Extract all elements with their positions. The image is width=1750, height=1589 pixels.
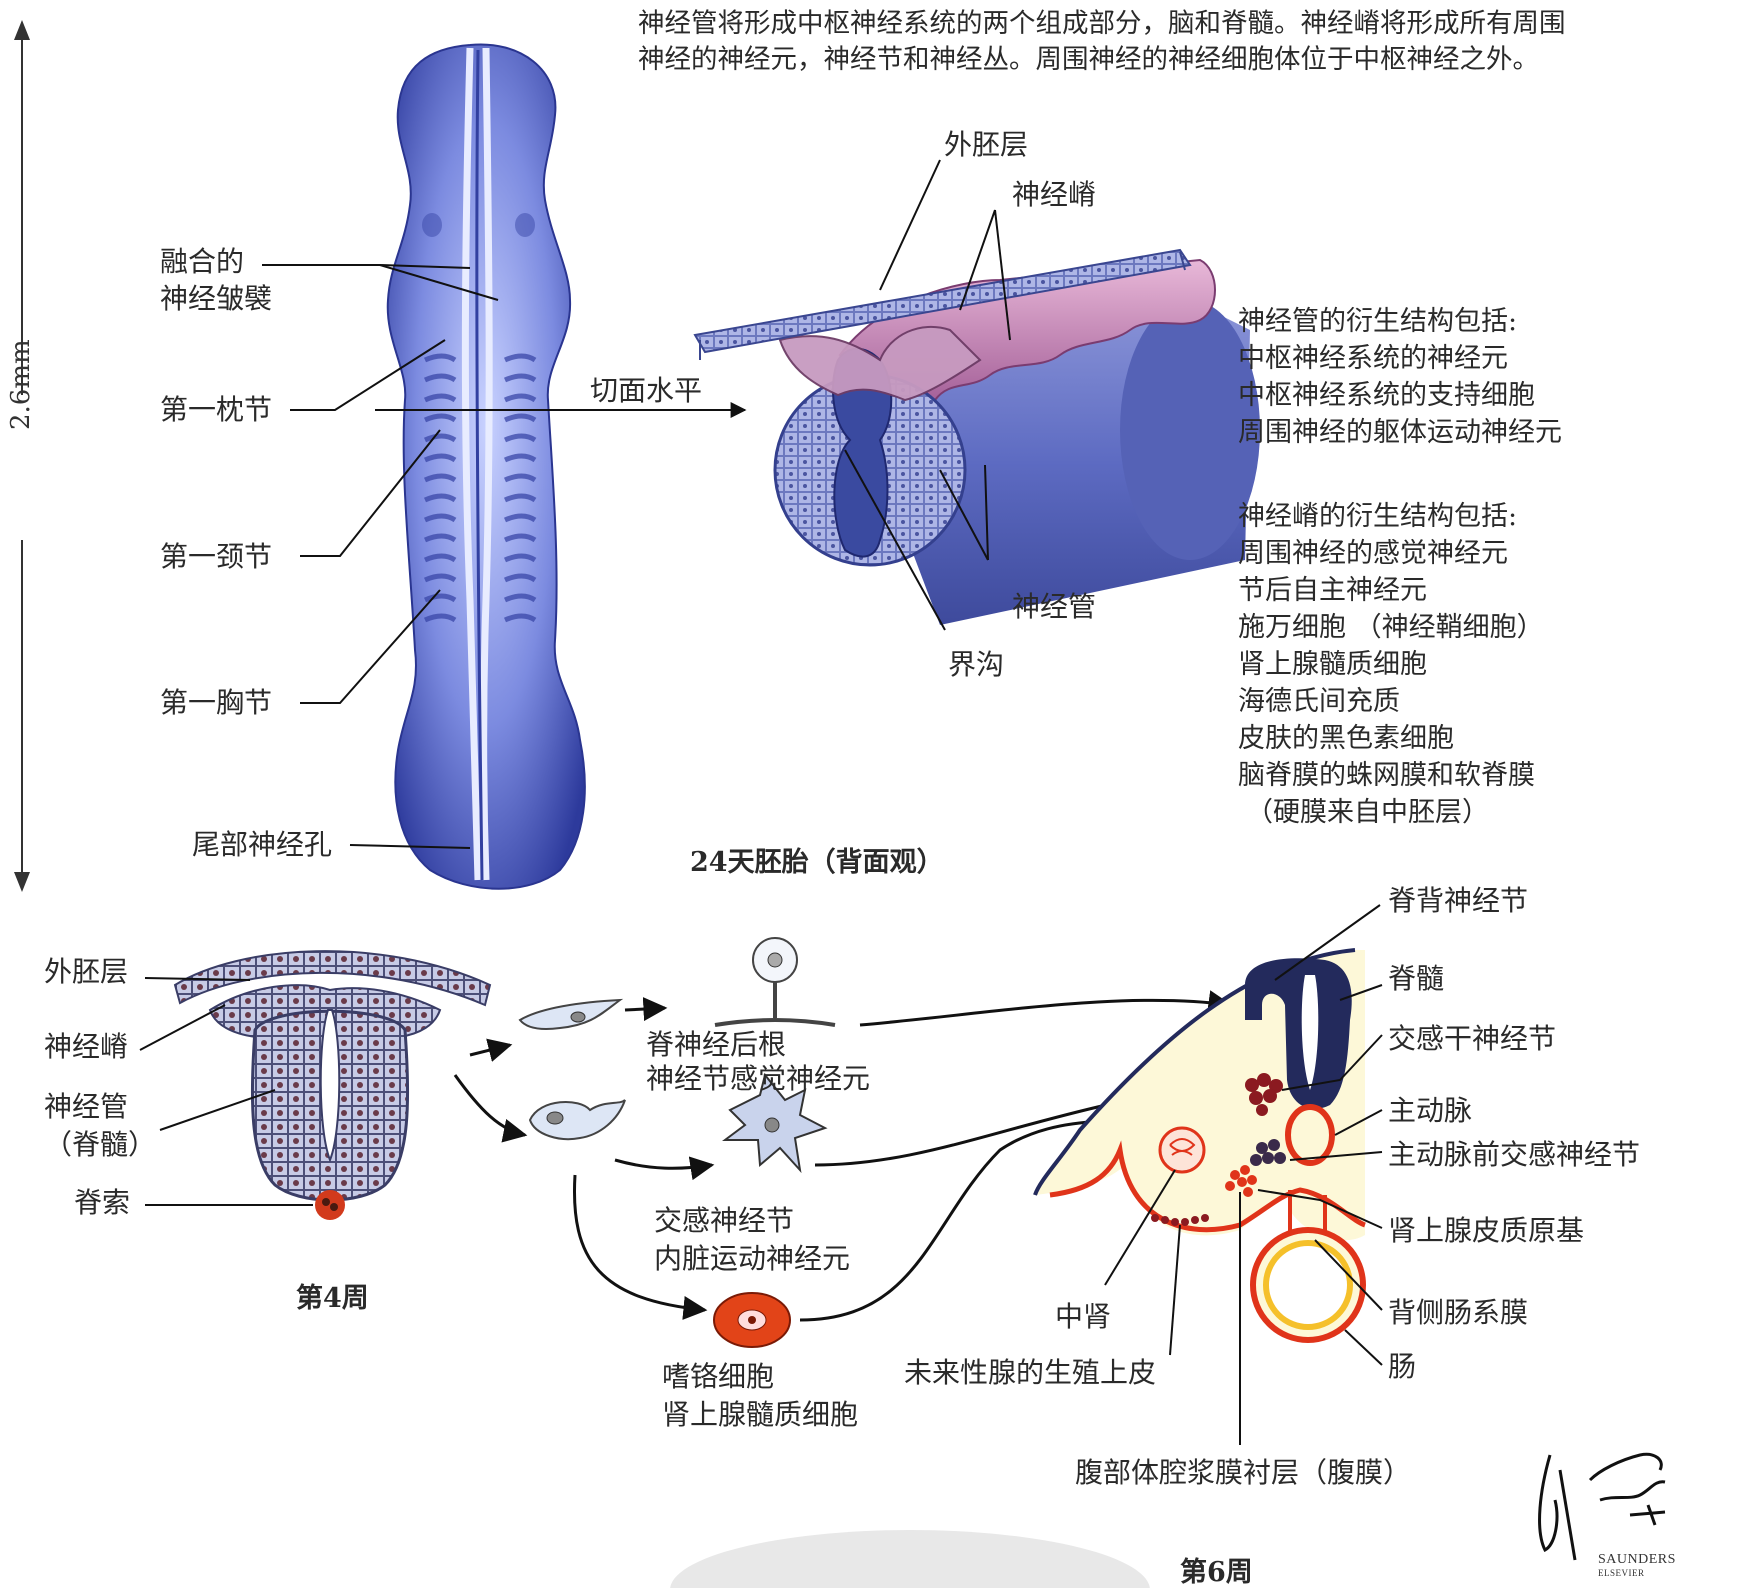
label-fused-folds-2: 神经皱襞 bbox=[160, 282, 272, 315]
label-neural-tube-section: 神经管 bbox=[1012, 590, 1096, 623]
label-first-occipital: 第一枕节 bbox=[160, 393, 272, 426]
label-neural-tube-week4-2: （脊髓） bbox=[44, 1128, 156, 1161]
publisher-imprint: ELSEVIER bbox=[1598, 1568, 1676, 1578]
label-section-level: 切面水平 bbox=[590, 374, 702, 407]
tube-derivative-item: 周围神经的躯体运动神经元 bbox=[1238, 414, 1562, 451]
crest-derivative-item: 周围神经的感觉神经元 bbox=[1238, 535, 1544, 572]
label-first-cervical: 第一颈节 bbox=[160, 540, 272, 573]
intro-paragraph: 神经管将形成中枢神经系统的两个组成部分，脑和脊髓。神经嵴将形成所有周围 神经的神… bbox=[638, 6, 1746, 78]
label-adrenal-cortex: 肾上腺皮质原基 bbox=[1388, 1214, 1584, 1247]
label-symp-1: 交感神经节 bbox=[654, 1204, 794, 1237]
caption-week-4: 第4周 bbox=[296, 1276, 369, 1315]
label-mesonephros: 中肾 bbox=[1055, 1300, 1111, 1333]
label-fused-folds-1: 融合的 bbox=[160, 245, 244, 278]
label-gonad-epithelium: 未来性腺的生殖上皮 bbox=[904, 1356, 1156, 1389]
label-ectoderm-section: 外胚层 bbox=[944, 128, 1028, 161]
publisher-logo: SAUNDERS ELSEVIER bbox=[1598, 1552, 1676, 1578]
intro-line-1: 神经管将形成中枢神经系统的两个组成部分，脑和脊髓。神经嵴将形成所有周围 bbox=[638, 6, 1746, 42]
tube-derivative-item: 中枢神经系统的支持细胞 bbox=[1238, 377, 1562, 414]
label-chromaffin-2: 肾上腺髓质细胞 bbox=[662, 1398, 858, 1431]
week4-neural-tube bbox=[175, 951, 490, 1220]
crest-derivative-item: 皮肤的黑色素细胞 bbox=[1238, 720, 1544, 757]
crest-derivative-item: 肾上腺髓质细胞 bbox=[1238, 646, 1544, 683]
label-notochord: 脊索 bbox=[74, 1186, 130, 1219]
label-sympathetic-trunk: 交感干神经节 bbox=[1388, 1022, 1556, 1055]
label-aorta: 主动脉 bbox=[1388, 1094, 1472, 1127]
caption-24-day-embryo: 24天胚胎（背面观） bbox=[690, 840, 944, 879]
label-drg-1: 脊神经后根 bbox=[646, 1028, 786, 1061]
crest-derivatives-heading: 神经嵴的衍生结构包括: bbox=[1238, 498, 1544, 535]
label-dorsal-mesentery: 背侧肠系膜 bbox=[1388, 1296, 1528, 1329]
label-symp-2: 内脏运动神经元 bbox=[654, 1242, 850, 1275]
label-chromaffin-1: 嗜铬细胞 bbox=[662, 1360, 774, 1393]
crest-derivative-item: 节后自主神经元 bbox=[1238, 572, 1544, 609]
netter-signature-logo bbox=[1540, 1454, 1665, 1560]
crest-derivative-item: 海德氏间充质 bbox=[1238, 683, 1544, 720]
label-dorsal-root-ganglion: 脊背神经节 bbox=[1388, 884, 1528, 917]
crest-derivative-item: 脑脊膜的蛛网膜和软脊膜 bbox=[1238, 757, 1544, 794]
caption-week-6: 第6周 bbox=[1180, 1550, 1253, 1589]
scale-arrow bbox=[14, 20, 30, 892]
tube-derivatives-list: 神经管的衍生结构包括: 中枢神经系统的神经元 中枢神经系统的支持细胞 周围神经的… bbox=[1238, 303, 1562, 451]
label-gut: 肠 bbox=[1388, 1350, 1416, 1383]
label-preaortic-ganglion: 主动脉前交感神经节 bbox=[1388, 1138, 1640, 1171]
label-peritoneum: 腹部体腔浆膜衬层（腹膜） bbox=[1075, 1456, 1411, 1489]
crest-derivative-item: （硬膜来自中胚层） bbox=[1238, 794, 1544, 831]
label-neural-tube-week4-1: 神经管 bbox=[44, 1090, 128, 1123]
neural-tube-cross-section bbox=[695, 250, 1260, 625]
label-ectoderm-week4: 外胚层 bbox=[44, 955, 128, 988]
label-drg-2: 神经节感觉神经元 bbox=[646, 1062, 870, 1095]
publisher-name: SAUNDERS bbox=[1598, 1552, 1676, 1568]
embryo-dorsal-view bbox=[388, 44, 585, 888]
label-spinal-cord: 脊髓 bbox=[1388, 962, 1444, 995]
label-neural-crest-section: 神经嵴 bbox=[1012, 178, 1096, 211]
label-sulcus-limitans: 界沟 bbox=[948, 648, 1004, 681]
label-first-thoracic: 第一胸节 bbox=[160, 686, 272, 719]
label-neural-crest-week4: 神经嵴 bbox=[44, 1030, 128, 1063]
crest-derivatives-list: 神经嵴的衍生结构包括: 周围神经的感觉神经元 节后自主神经元 施万细胞 （神经鞘… bbox=[1238, 498, 1544, 831]
label-caudal-neuropore: 尾部神经孔 bbox=[192, 828, 332, 861]
migrating-cells bbox=[520, 938, 835, 1347]
week6-cross-section bbox=[1035, 950, 1365, 1340]
crest-derivative-item: 施万细胞 （神经鞘细胞） bbox=[1238, 609, 1544, 646]
scale-label: 2.6mm bbox=[6, 339, 36, 430]
tube-derivative-item: 中枢神经系统的神经元 bbox=[1238, 340, 1562, 377]
intro-line-2: 神经的神经元，神经节和神经丛。周围神经的神经细胞体位于中枢神经之外。 bbox=[638, 42, 1746, 78]
background-shadow bbox=[670, 1530, 1150, 1588]
tube-derivatives-heading: 神经管的衍生结构包括: bbox=[1238, 303, 1562, 340]
